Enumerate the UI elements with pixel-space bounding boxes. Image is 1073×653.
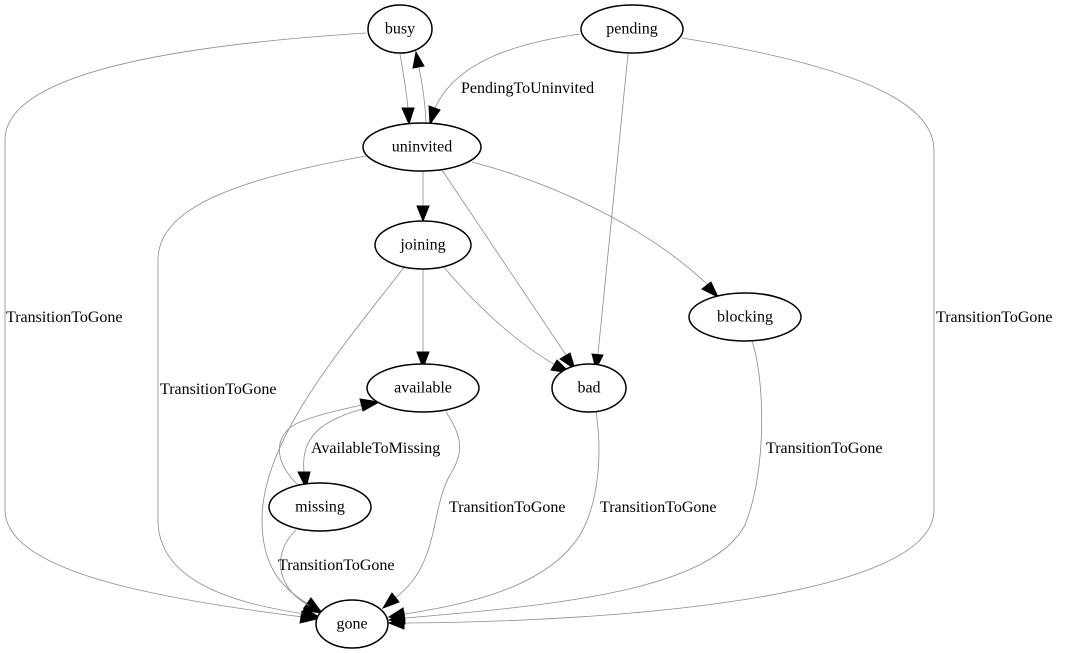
node-gone[interactable]: gone <box>315 599 389 649</box>
node-joining[interactable]: joining <box>374 220 472 270</box>
edge-label-available-to-missing: AvailableToMissing <box>311 440 440 457</box>
edge-joining-to-bad <box>442 265 572 374</box>
node-missing[interactable]: missing <box>268 482 372 532</box>
edge-busy-to-gone: TransitionToGone <box>4 32 367 624</box>
edge-uninvited-to-blocking <box>471 161 720 299</box>
arrowhead-icon <box>387 611 406 625</box>
node-label: uninvited <box>392 139 452 156</box>
node-label: available <box>394 380 452 397</box>
edge-uninvited-to-bad <box>441 169 576 371</box>
arrowhead-icon <box>591 353 604 371</box>
arrowhead-icon <box>559 352 576 371</box>
arrowhead-icon <box>701 281 720 299</box>
node-uninvited[interactable]: uninvited <box>362 122 482 172</box>
edge-label-uninvited-to-gone: TransitionToGone <box>160 381 277 398</box>
edge-label-busy-to-gone: TransitionToGone <box>6 309 123 326</box>
node-blocking[interactable]: blocking <box>688 292 802 342</box>
edge-label-pending-to-gone: TransitionToGone <box>936 309 1053 326</box>
arrowhead-icon <box>416 351 430 370</box>
node-bad[interactable]: bad <box>551 363 627 413</box>
edge-blocking-to-gone: TransitionToGone <box>387 340 883 625</box>
edge-uninvited-to-joining <box>416 170 430 223</box>
edge-missing-to-gone: TransitionToGone <box>278 529 395 614</box>
edge-pending-to-uninvited: PendingToUninvited <box>428 33 594 126</box>
edge-missing-to-available <box>278 398 381 488</box>
arrowhead-icon <box>359 398 381 412</box>
edge-bad-to-gone: TransitionToGone <box>387 411 717 621</box>
node-label: busy <box>385 21 415 38</box>
node-pending[interactable]: pending <box>580 4 684 54</box>
arrowhead-icon <box>428 105 441 126</box>
arrowhead-icon <box>305 600 324 614</box>
edge-uninvited-to-busy <box>412 50 427 123</box>
edge-label-bad-to-gone: TransitionToGone <box>600 499 717 516</box>
edge-uninvited-to-gone: TransitionToGone <box>157 155 367 621</box>
edge-label-blocking-to-gone: TransitionToGone <box>766 440 883 457</box>
arrowhead-icon <box>412 50 425 69</box>
node-label: bad <box>577 380 600 397</box>
node-label: joining <box>399 237 445 254</box>
node-label: blocking <box>717 309 773 326</box>
arrowhead-icon <box>416 205 430 223</box>
edge-label-missing-to-gone: TransitionToGone <box>278 557 395 574</box>
arrowhead-icon <box>401 107 415 126</box>
edge-available-to-gone: TransitionToGone <box>381 411 566 609</box>
arrowhead-icon <box>381 592 400 609</box>
node-label: gone <box>336 616 367 633</box>
edge-available-to-missing: AvailableToMissing <box>297 405 440 490</box>
node-available[interactable]: available <box>366 363 480 413</box>
edge-pending-to-bad <box>591 53 629 371</box>
node-label: pending <box>606 21 658 38</box>
edge-label-available-to-gone: TransitionToGone <box>449 499 566 516</box>
edge-label-pending-to-uninvited: PendingToUninvited <box>461 80 594 97</box>
edge-joining-to-available <box>416 268 430 370</box>
edge-busy-to-uninvited <box>399 53 415 126</box>
node-busy[interactable]: busy <box>367 4 433 54</box>
node-label: missing <box>295 499 345 516</box>
